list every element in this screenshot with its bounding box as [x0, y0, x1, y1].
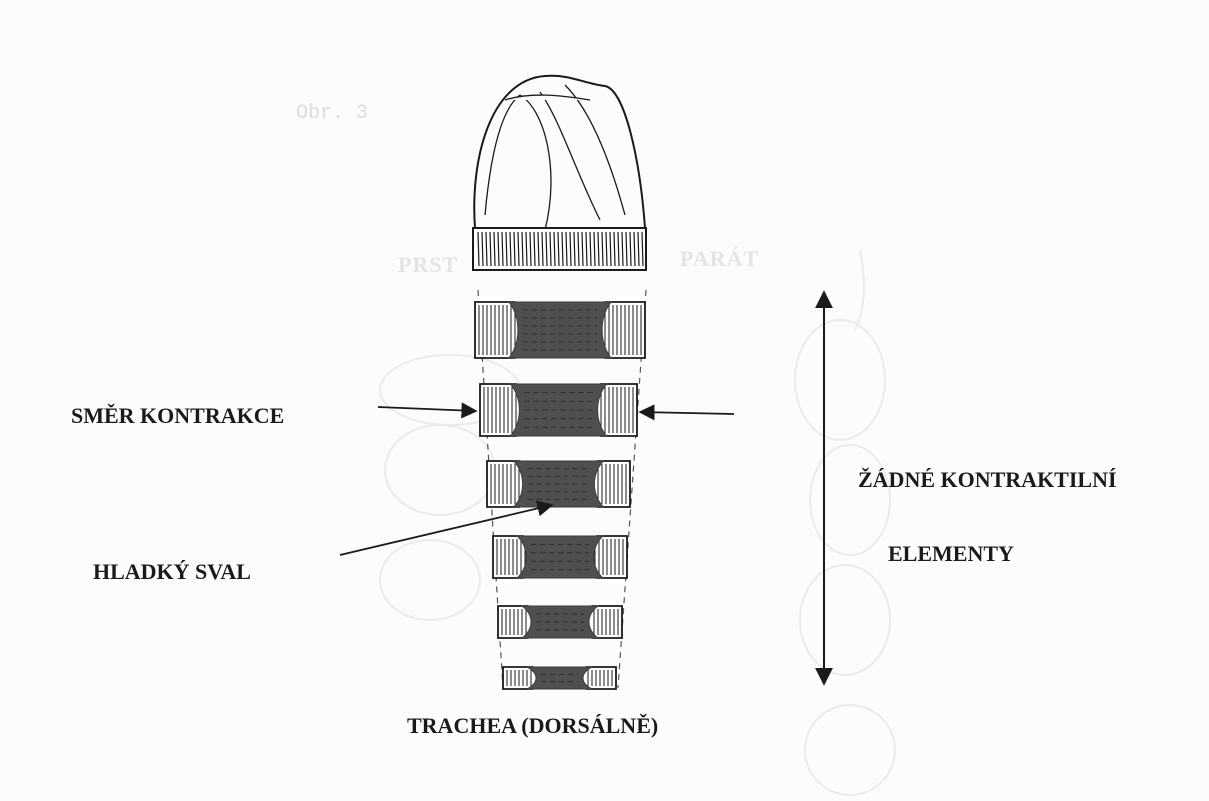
cartilage-ring — [480, 384, 637, 436]
smooth-muscle-band — [522, 606, 598, 638]
direction-of-contraction-label: SMĚR KONTRAKCE — [71, 403, 284, 428]
smooth-muscle-band — [517, 536, 603, 578]
cartilage-ring — [487, 461, 630, 507]
no-contractile-label-line1: ŽÁDNÉ KONTRAKTILNÍ — [858, 467, 1117, 492]
cartilage-ring — [475, 302, 645, 358]
cartilage-ring — [503, 667, 616, 689]
no-contractile-label-line2: ELEMENTY — [888, 541, 1014, 566]
larynx-drawing — [474, 76, 645, 230]
cricoid-ring — [473, 228, 646, 270]
trachea-caption: TRACHEA (DORSÁLNĚ) — [407, 713, 658, 738]
cartilage-ring — [498, 606, 622, 638]
tracheal-rings — [475, 302, 645, 689]
faint-heading-left: PRST — [398, 252, 458, 277]
smooth-muscle-band — [527, 667, 592, 689]
smooth-muscle-label: HLADKÝ SVAL — [93, 559, 251, 584]
figure-reference: Obr. 3 — [296, 102, 368, 125]
faint-heading-right: PARÁT — [680, 246, 759, 271]
cartilage-ring — [493, 536, 627, 578]
contraction-arrow-right — [640, 412, 734, 414]
